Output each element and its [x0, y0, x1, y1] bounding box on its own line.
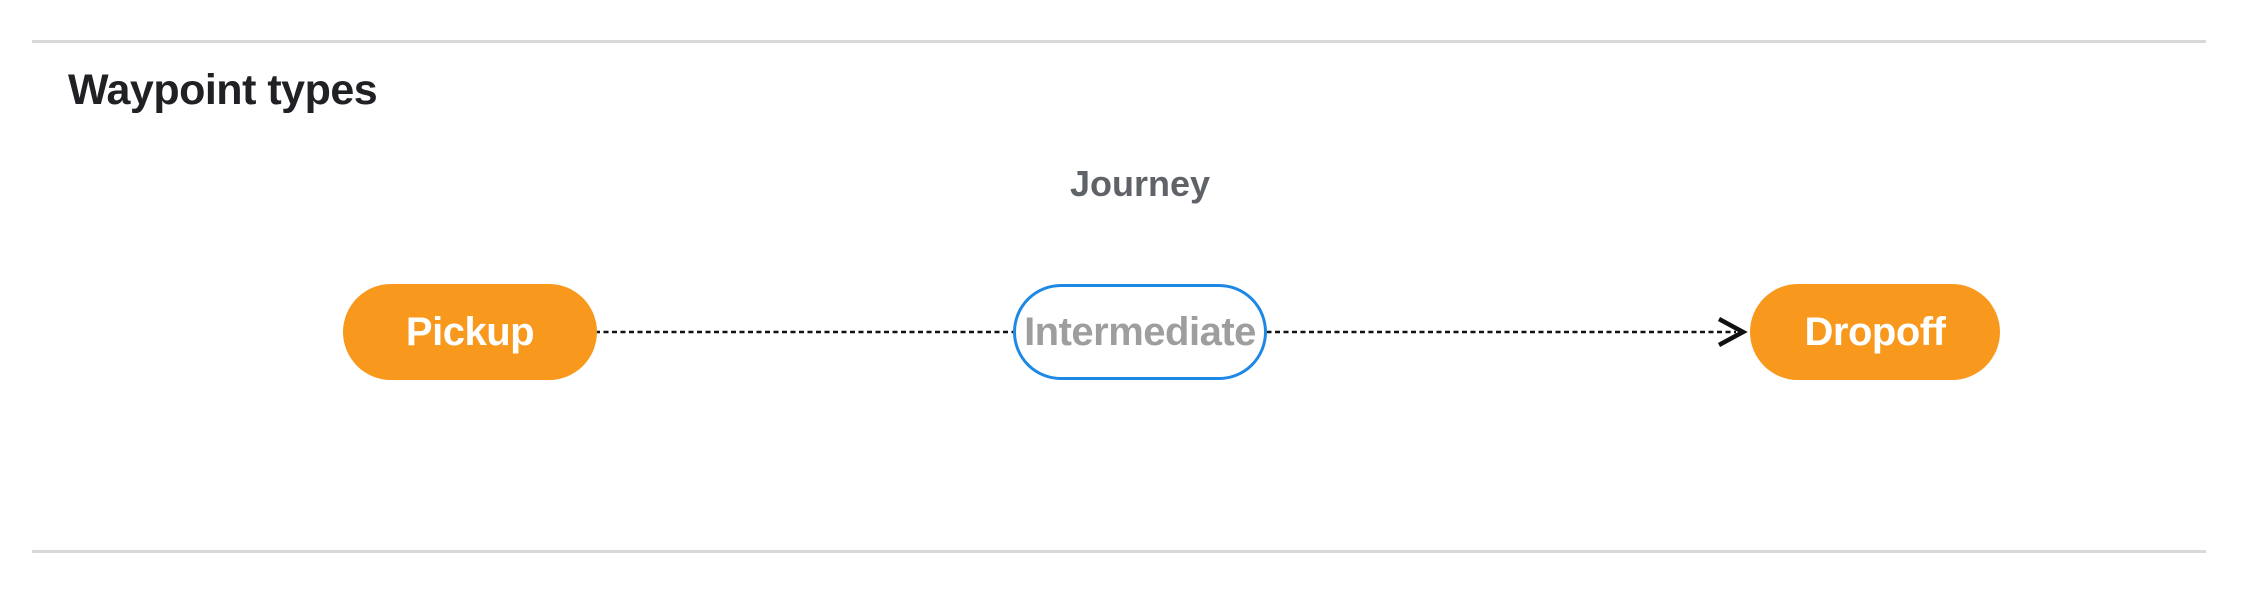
top-divider	[32, 40, 2206, 43]
node-pickup-label: Pickup	[405, 309, 535, 354]
node-pickup: Pickup	[343, 284, 597, 380]
section-title: Waypoint types	[68, 66, 378, 114]
arrowhead-icon	[1717, 317, 1748, 347]
bottom-divider	[32, 550, 2206, 553]
node-dropoff: Dropoff	[1750, 284, 2000, 380]
node-intermediate: Intermediate	[1013, 284, 1267, 380]
journey-caption: Journey	[1069, 163, 1211, 204]
node-dropoff-label: Dropoff	[1804, 309, 1946, 354]
node-intermediate-label: Intermediate	[1024, 309, 1256, 354]
